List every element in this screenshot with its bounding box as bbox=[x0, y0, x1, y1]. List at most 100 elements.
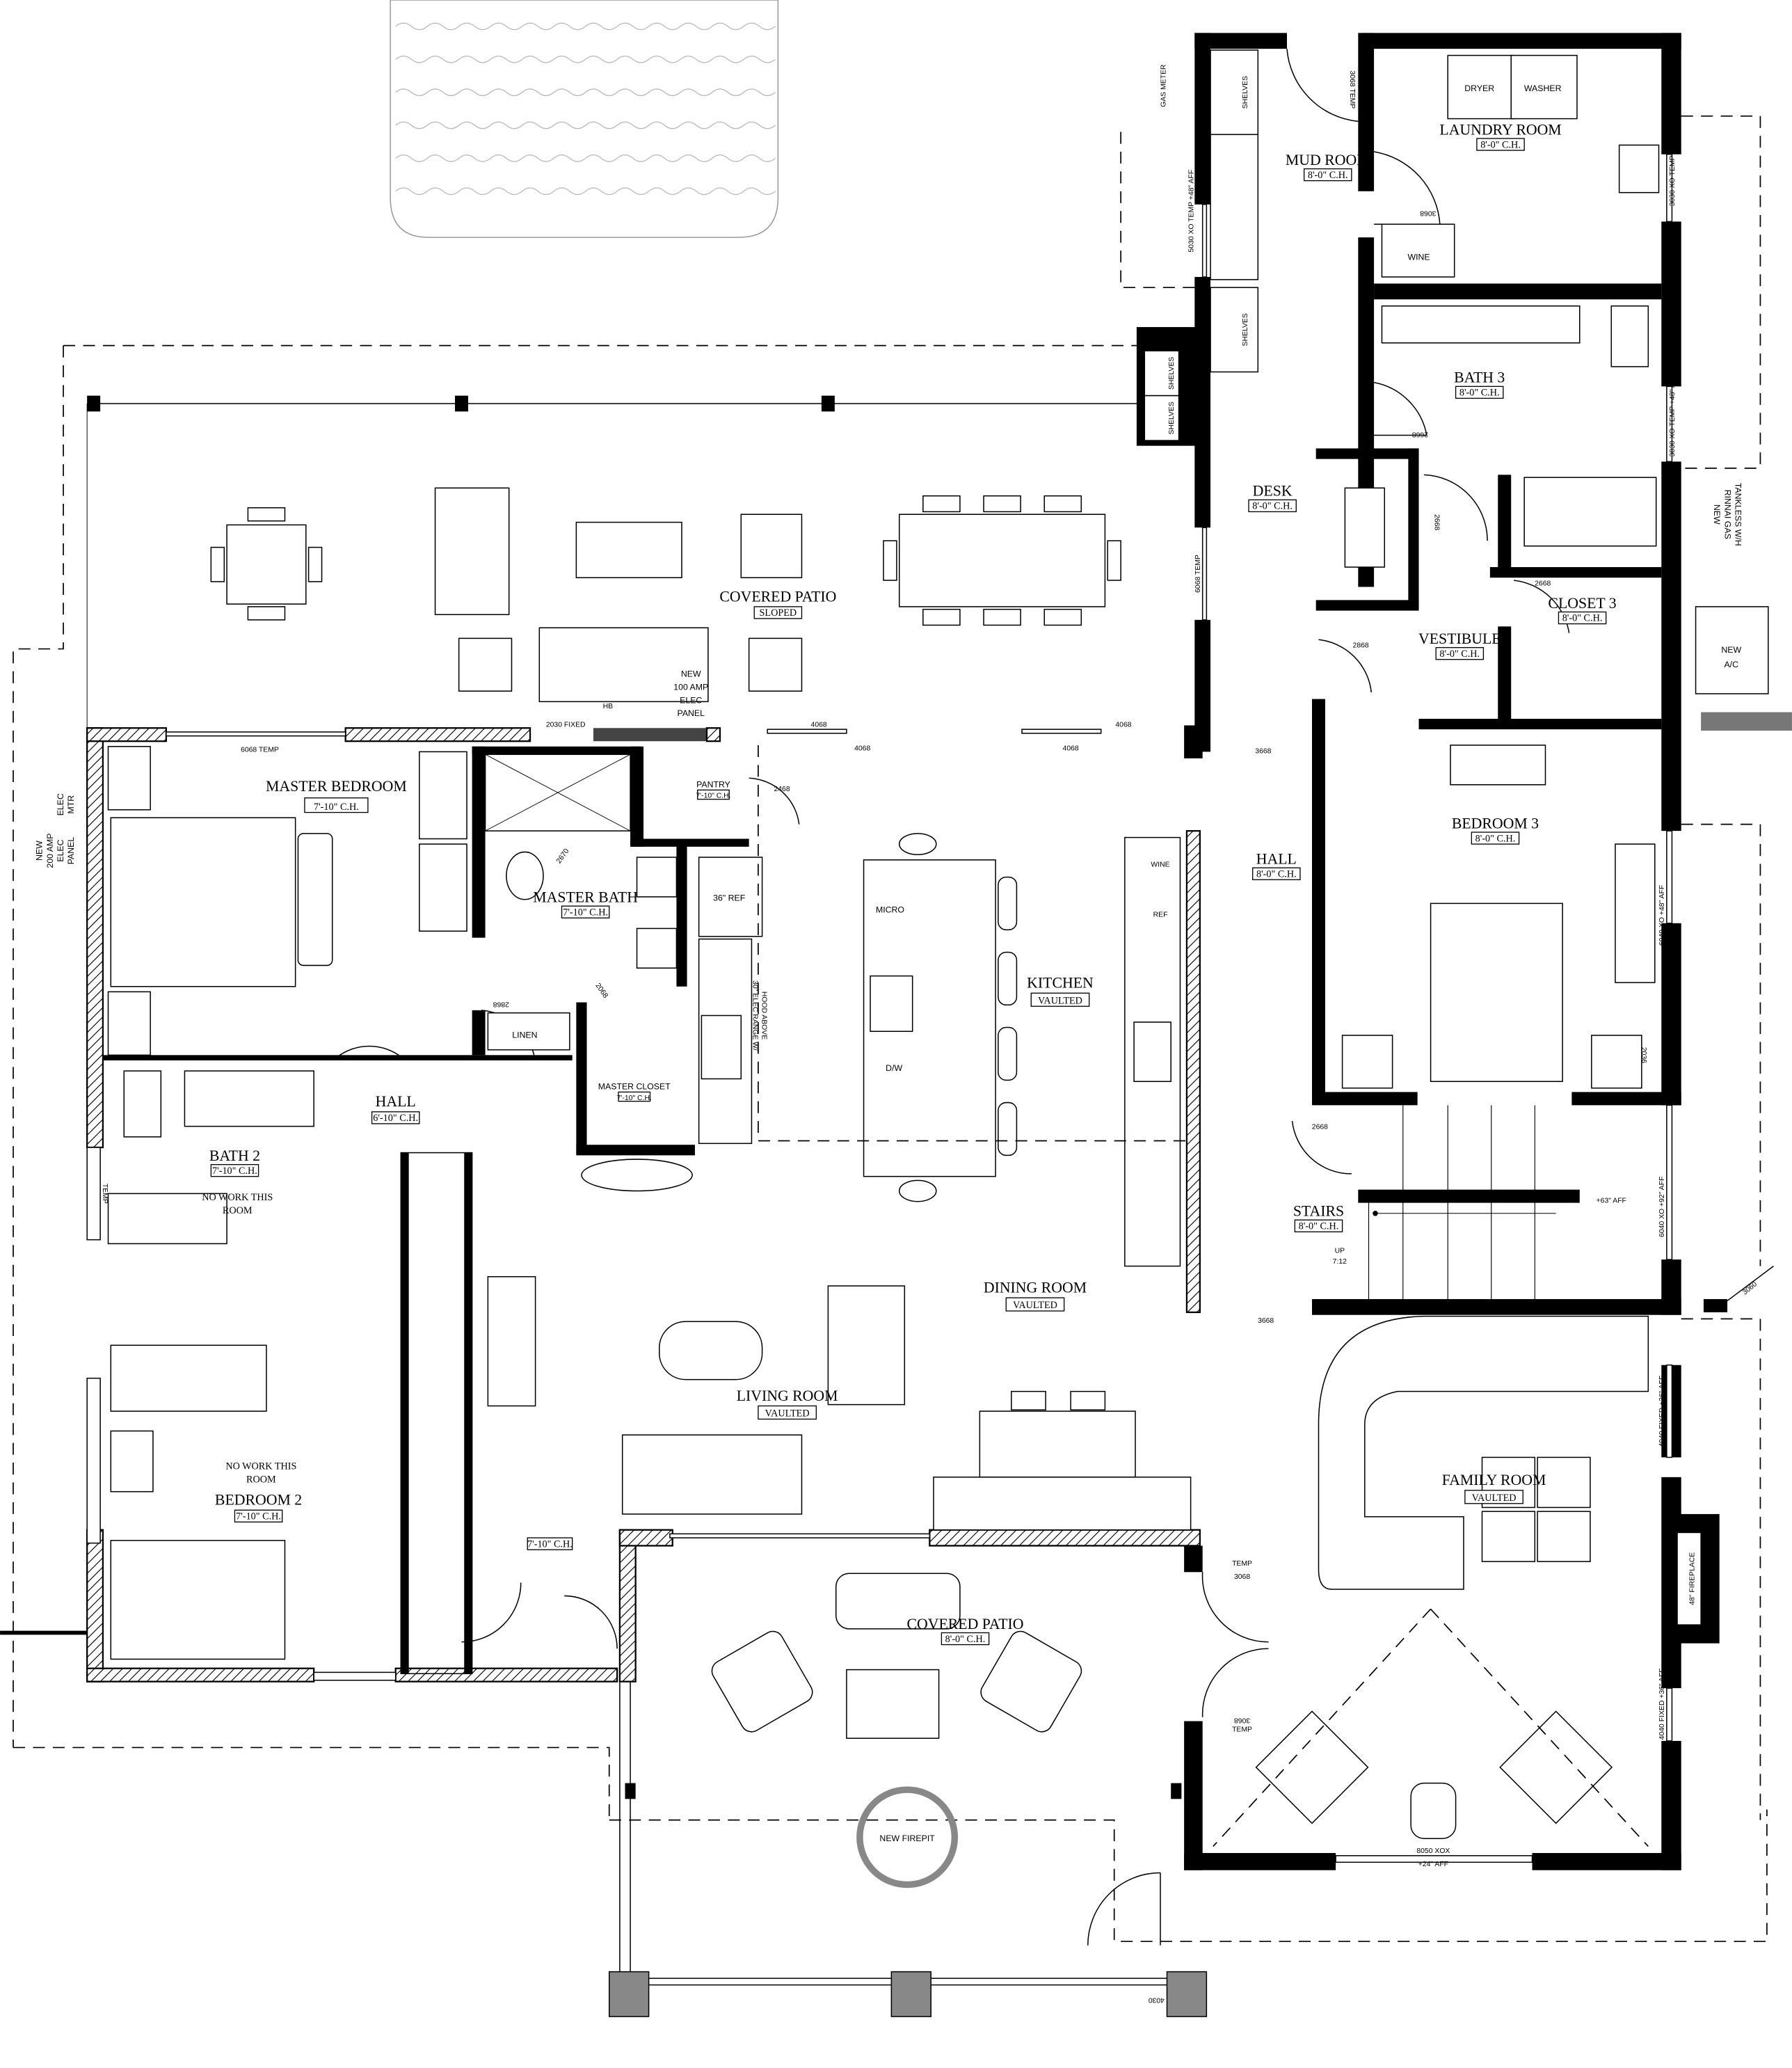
room-ceiling-living-room: VAULTED bbox=[765, 1408, 810, 1419]
water-heater-line2: RINNAI GAS bbox=[1722, 490, 1732, 539]
room-label-pantry: PANTRY bbox=[696, 780, 730, 790]
room-ceiling-bedroom-2: 7'-10" C.H. bbox=[236, 1511, 281, 1522]
label-d2668-desk: 2668 bbox=[1432, 514, 1440, 530]
room-label-master-bedroom: MASTER BEDROOM bbox=[266, 778, 407, 795]
room-ceiling-closet-3: 8'-0" C.H. bbox=[1562, 613, 1603, 624]
room-ceiling-bath-2: 7'-10" C.H. bbox=[212, 1166, 257, 1177]
label-d3068-fr2: 3068 bbox=[1234, 1717, 1250, 1724]
shelves-label-3: SHELVES bbox=[1168, 357, 1176, 390]
wine-label-kitchen: WINE bbox=[1151, 861, 1169, 868]
range-label-line1: 30" ELEC RANGE W/ bbox=[751, 980, 758, 1051]
label-temp-fr1: TEMP bbox=[1232, 1560, 1252, 1568]
label-temp-fr2: TEMP bbox=[1232, 1726, 1252, 1734]
windows bbox=[86, 154, 1673, 1863]
label-w8050-aff: +24" AFF bbox=[1418, 1861, 1448, 1868]
label-d2036: 2036 bbox=[1640, 1047, 1647, 1063]
room-ceiling-dining-room: VAULTED bbox=[1013, 1300, 1057, 1311]
room-label-vestibule: VESTIBULE bbox=[1418, 630, 1501, 647]
room-label-mud-room: MUD ROOM bbox=[1286, 152, 1370, 168]
room-ceiling-pantry: 7'-10" C.H. bbox=[696, 793, 730, 800]
roof-overhang-lines bbox=[13, 115, 1768, 1942]
label-d3060: 3060 bbox=[1741, 1280, 1759, 1296]
ref-label-kitchen: REF bbox=[1153, 911, 1168, 918]
room-label-covered-patio-south: COVERED PATIO bbox=[906, 1616, 1023, 1632]
label-d2068: 2068 bbox=[593, 982, 609, 999]
label-d2668-bath3: 2668 bbox=[1412, 431, 1428, 438]
no-work-bath2-line2: ROOM bbox=[223, 1205, 253, 1216]
new-ac-line1: NEW bbox=[1721, 645, 1741, 655]
fixtures-west: MASTER BEDROOM 7'-10" C.H. MASTER BATH 7… bbox=[35, 746, 731, 1660]
stairs-pitch-label: 7:12 bbox=[1333, 1258, 1347, 1266]
room-ceiling-master-bath: 7'-10" C.H. bbox=[563, 907, 608, 918]
label-d4068-b: 4068 bbox=[854, 745, 870, 752]
label-w3030-a: 3030 XO TEMP +48" AFF bbox=[1669, 124, 1677, 207]
no-work-bedroom2-line1: NO WORK THIS bbox=[225, 1461, 296, 1472]
wine-label-mud: WINE bbox=[1407, 252, 1430, 262]
room-ceiling-master-closet: 7'-10" C.H. bbox=[617, 1095, 652, 1102]
linen-label: LINEN bbox=[512, 1031, 537, 1040]
elec-panel-200-line3: ELEC bbox=[56, 839, 65, 861]
label-d2668-stairs: 2668 bbox=[1312, 1123, 1328, 1131]
new-ac-line2: A/C bbox=[1724, 660, 1738, 669]
ref-36-label: 36" REF bbox=[713, 893, 746, 903]
fixtures-east: MUD ROOM 8'-0" C.H. LAUNDRY ROOM 8'-0" C… bbox=[1144, 49, 1792, 1299]
covered-patio-south: NEW FIREPIT COVERED PATIO 8'-0" C.H. bbox=[608, 1573, 1208, 2017]
room-label-covered-patio-north: COVERED PATIO bbox=[719, 588, 836, 605]
room-label-master-bath: MASTER BATH bbox=[533, 889, 638, 905]
room-label-bedroom-2: BEDROOM 2 bbox=[215, 1492, 302, 1509]
label-d3668-a: 3668 bbox=[1255, 747, 1271, 755]
room-label-hall-east: HALL bbox=[1256, 850, 1297, 867]
room-ceiling-covered-patio-north: SLOPED bbox=[760, 607, 797, 619]
room-label-closet-3: CLOSET 3 bbox=[1548, 595, 1616, 612]
washer-label: WASHER bbox=[1524, 83, 1562, 93]
room-label-master-closet: MASTER CLOSET bbox=[598, 1082, 671, 1092]
label-w6068-east: 6068 TEMP bbox=[1194, 555, 1202, 593]
room-ceiling-master-bedroom: 7'-10" C.H. bbox=[314, 802, 359, 813]
water-heater-line1: NEW bbox=[1712, 504, 1722, 525]
label-d4030: 4030 bbox=[1149, 1996, 1165, 2004]
dw-label: D/W bbox=[886, 1063, 902, 1073]
range-label-line2: HOOD ABOVE bbox=[760, 992, 768, 1040]
label-d2868-mb: 2868 bbox=[493, 1001, 509, 1008]
room-label-living-room: LIVING ROOM bbox=[737, 1387, 838, 1404]
micro-label: MICRO bbox=[876, 905, 904, 915]
no-work-bedroom2-line2: ROOM bbox=[246, 1474, 276, 1485]
label-d3068-mud: 3068 TEMP bbox=[1348, 71, 1356, 109]
room-ceiling-vestibule: 8'-0" C.H. bbox=[1439, 649, 1480, 660]
label-d4068-d: 4068 bbox=[1115, 721, 1131, 729]
label-w6040-bd3: 6040 XO +48" AFF bbox=[1658, 885, 1666, 946]
room-label-stairs: STAIRS bbox=[1293, 1203, 1344, 1220]
room-ceiling-hall-east: 8'-0" C.H. bbox=[1256, 868, 1297, 880]
label-w2030: 2030 FIXED bbox=[546, 721, 586, 729]
stairs-up-label: UP bbox=[1335, 1248, 1345, 1255]
hose-bib-label: HB bbox=[603, 703, 614, 710]
covered-patio-north: COVERED PATIO SLOPED NEW 100 AMP ELEC PA… bbox=[86, 327, 1200, 729]
family-room: FAMILY ROOM VAULTED 48" FIREPLACE bbox=[1213, 1315, 1697, 1847]
shelves-label-2: SHELVES bbox=[1242, 313, 1249, 346]
elec-panel-100-line3: ELEC bbox=[680, 695, 702, 705]
label-w6040-st: 6040 XO +92" AFF bbox=[1658, 1177, 1666, 1237]
label-d2668-closet3: 2668 bbox=[1535, 580, 1551, 588]
room-ceiling-desk: 8'-0" C.H. bbox=[1252, 501, 1293, 512]
label-d2468: 2468 bbox=[774, 786, 790, 793]
room-label-laundry-room: LAUNDRY ROOM bbox=[1439, 121, 1561, 138]
room-ceiling-covered-patio-south: 8'-0" C.H. bbox=[945, 1634, 986, 1645]
room-ceiling-bedroom-3: 8'-0" C.H. bbox=[1475, 833, 1516, 844]
label-d3068-fr1: 3068 bbox=[1234, 1573, 1250, 1581]
room-label-bath-2: BATH 2 bbox=[209, 1147, 260, 1164]
room-label-bath-3: BATH 3 bbox=[1454, 369, 1505, 386]
elec-panel-100-line1: NEW bbox=[681, 669, 701, 678]
temp-label-bath2: TEMP bbox=[101, 1184, 109, 1204]
room-label-hall-west: HALL bbox=[376, 1093, 416, 1110]
room-ceiling-mud-room: 8'-0" C.H. bbox=[1308, 170, 1348, 181]
label-w4040-a: 4040 FIXED +36" AFF bbox=[1658, 1376, 1666, 1447]
elec-panel-200-line1: NEW bbox=[35, 841, 45, 861]
label-w8050: 8050 XOX bbox=[1416, 1847, 1450, 1855]
no-work-bath2-line1: NO WORK THIS bbox=[202, 1192, 273, 1203]
label-d3068-laundry: 3068 bbox=[1420, 209, 1436, 216]
dryer-label: DRYER bbox=[1464, 83, 1494, 93]
label-w3030-b: 3030 XO TEMP +48" AFF bbox=[1669, 374, 1677, 457]
opening-labels: 3068 TEMP 3068 2668 2668 2668 2868 5030 … bbox=[241, 71, 1759, 2004]
elec-mtr-line1: ELEC bbox=[56, 793, 65, 816]
